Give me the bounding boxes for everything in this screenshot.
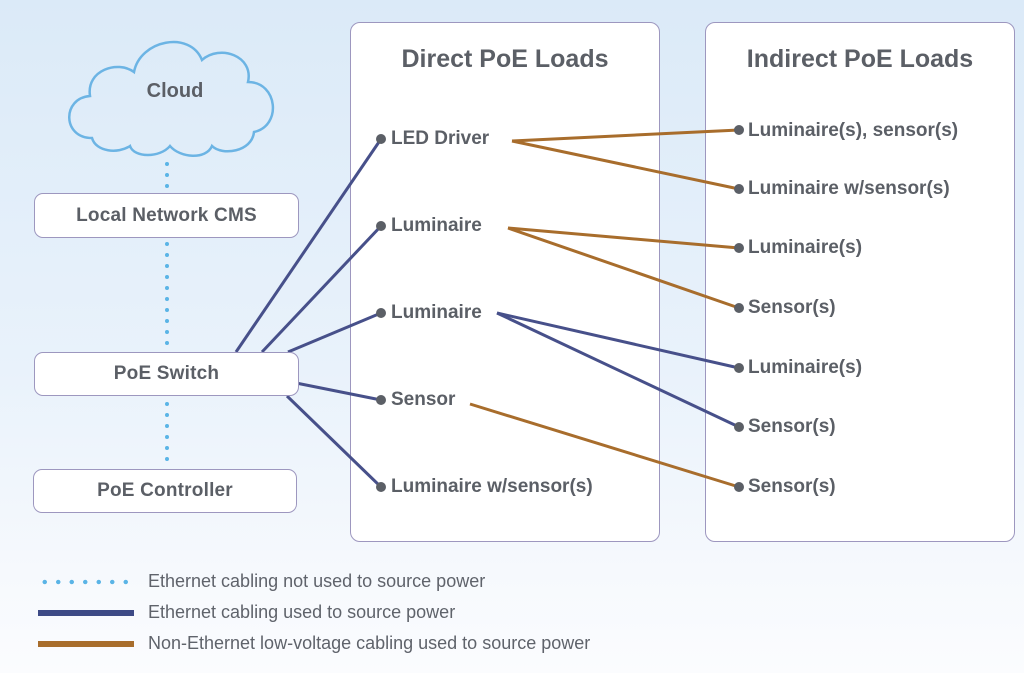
indirect-load-item: Luminaire(s) [748,237,863,258]
indirect-load-item: Luminaire w/sensor(s) [748,178,950,199]
cable-switch-to-direct [295,381,382,402]
dotted-line-swatch [38,576,134,587]
poe-controller-label: PoE Controller [97,480,233,501]
cloud-label: Cloud [146,80,204,102]
indirect-load-endpoint-dot [734,482,744,492]
direct-loads-title: Direct PoE Loads [401,45,609,73]
direct-load-item: LED Driver [391,128,490,149]
cable-direct-to-indirect [511,128,740,143]
legend-label: Ethernet cabling used to source power [148,602,456,622]
direct-loads-panel: Direct PoE Loads [350,22,660,542]
cloud-icon [68,40,275,157]
direct-load-endpoint-dot [376,395,386,405]
direct-load-endpoint-dot [376,134,386,144]
indirect-load-item: Luminaire(s), sensor(s) [748,120,959,141]
indirect-load-item: Sensor(s) [748,416,836,437]
legend-label: Non-Ethernet low-voltage cabling used to… [148,633,591,653]
local-network-cms-box: Local Network CMS [34,193,299,238]
indirect-load-endpoint-dot [734,303,744,313]
cable-switch-to-direct [285,394,383,489]
cable-switch-to-direct [234,138,383,353]
legend-item-low-voltage-power: Non-Ethernet low-voltage cabling used to… [38,633,590,654]
poe-switch-box: PoE Switch [34,352,299,396]
legend-item-ethernet-no-power: Ethernet cabling not used to source powe… [38,571,485,592]
local-network-cms-label: Local Network CMS [76,204,257,226]
cable-direct-to-indirect [469,402,740,489]
indirect-load-endpoint-dot [734,184,744,194]
direct-load-item: Sensor [391,389,456,410]
poe-switch-label: PoE Switch [113,363,220,384]
indirect-load-endpoint-dot [734,422,744,432]
legend-item-ethernet-power: Ethernet cabling used to source power [38,602,455,623]
cable-switch-to-direct [287,311,382,354]
indirect-loads-panel: Indirect PoE Loads [705,22,1015,542]
direct-load-endpoint-dot [376,221,386,231]
indirect-load-endpoint-dot [734,363,744,373]
indirect-load-endpoint-dot [734,243,744,253]
indirect-load-item: Sensor(s) [748,476,836,497]
blue-line-swatch [38,609,134,616]
cable-direct-to-indirect [507,226,740,250]
cable-direct-to-indirect [511,139,740,191]
direct-load-endpoint-dot [376,308,386,318]
direct-load-endpoint-dot [376,482,386,492]
cable-direct-to-indirect [496,311,740,429]
cable-direct-to-indirect [507,226,740,310]
cable-direct-to-indirect [496,311,740,370]
brown-line-swatch [38,640,134,647]
direct-load-item: Luminaire [391,215,482,236]
cable-switch-to-direct [260,224,383,354]
direct-load-item: Luminaire [391,302,482,323]
indirect-load-item: Luminaire(s) [748,357,863,378]
poe-controller-box: PoE Controller [33,469,297,513]
indirect-load-item: Sensor(s) [748,297,836,318]
legend-label: Ethernet cabling not used to source powe… [148,571,486,591]
direct-load-item: Luminaire w/sensor(s) [391,476,593,497]
indirect-load-endpoint-dot [734,125,744,135]
indirect-loads-title: Indirect PoE Loads [746,45,974,73]
